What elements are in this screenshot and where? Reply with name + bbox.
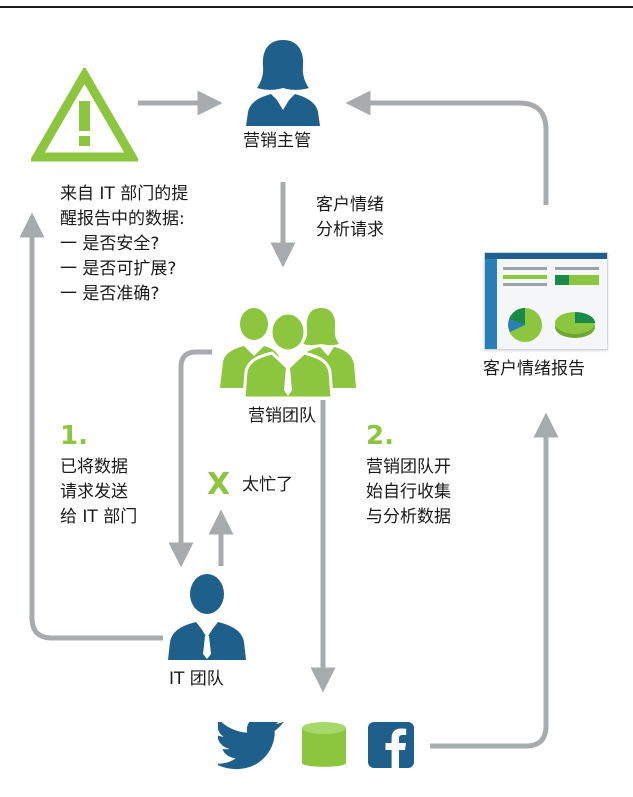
arrow-report-to-manager: [345, 90, 549, 205]
it-team-label: IT 团队: [169, 669, 224, 689]
twitter-icon: [218, 722, 284, 770]
warning-triangle-icon: [31, 68, 138, 162]
warning-line: 一 是否可扩展?: [60, 259, 177, 279]
top-rule: [0, 6, 633, 8]
sentiment-report-label: 客户情绪报告: [483, 359, 585, 379]
marketing-team-label: 营销团队: [248, 406, 316, 426]
arrow-it-to-warning: [19, 212, 163, 641]
marketing-manager-label: 营销主管: [243, 131, 311, 151]
too-busy-label: 太忙了: [242, 475, 293, 495]
warning-line: 一 是否准确?: [60, 284, 160, 304]
warning-line: 一 是否安全?: [60, 234, 160, 254]
too-busy-x-icon: X: [207, 467, 231, 502]
request-line: 分析请求: [316, 220, 384, 240]
arrow-team-to-it: [168, 349, 212, 568]
database-icon: [302, 722, 346, 767]
step-line: 请求发送: [60, 482, 128, 502]
step-line: 给 IT 部门: [60, 507, 138, 527]
warning-line: 来自 IT 部门的提: [60, 184, 189, 204]
step-line: 已将数据: [60, 457, 128, 477]
facebook-icon: [368, 722, 414, 768]
step-number: 2.: [366, 421, 394, 451]
marketing-team-icon: [220, 308, 356, 398]
request-line: 客户情绪: [316, 195, 384, 215]
marketing-manager-icon: [246, 40, 320, 126]
it-team-icon: [168, 574, 246, 660]
warning-line: 醒报告中的数据:: [60, 209, 185, 229]
arrow-sources-to-report: [430, 412, 559, 749]
step-line: 与分析数据: [366, 507, 451, 527]
report-preview-icon: [485, 253, 607, 349]
step-line: 营销团队开: [366, 457, 451, 477]
step-line: 始自行收集: [366, 482, 451, 502]
step-number: 1.: [60, 421, 88, 451]
sentiment-report-thumbnail: [484, 252, 608, 350]
